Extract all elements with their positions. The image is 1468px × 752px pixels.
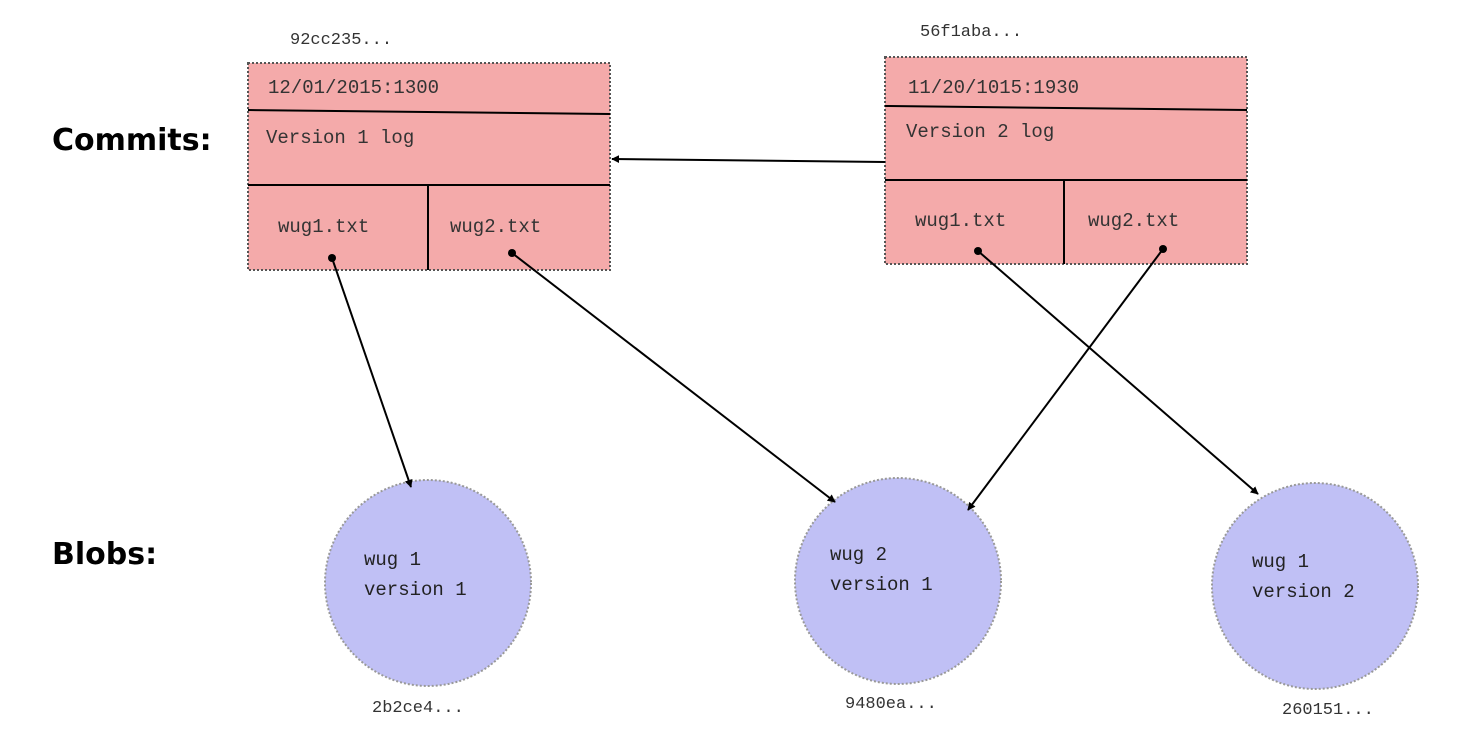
commit-2-log: Version 2 log — [906, 121, 1055, 143]
commit-2-rect — [884, 56, 1248, 265]
blob-3-line1: wug 1 — [1252, 551, 1310, 573]
blob-2-line2: version 1 — [830, 574, 933, 596]
arrow-c1-wug2-blob2 — [511, 252, 836, 503]
arrow-c2-wug2-dot — [1159, 245, 1167, 253]
blob-1-line1: wug 1 — [364, 549, 422, 571]
blob-2-label: wug 2 version 1 — [830, 540, 933, 600]
blob-1-label: wug 1 version 1 — [364, 545, 467, 605]
parent-arrow — [611, 155, 886, 164]
blob-3-circle — [1211, 482, 1419, 690]
arrow-c1-wug2-dot — [508, 249, 516, 257]
blob-2-circle — [794, 477, 1002, 685]
blob-1-line2: version 1 — [364, 579, 467, 601]
blob-1-hash: 2b2ce4... — [372, 699, 464, 718]
commit-1-log: Version 1 log — [266, 127, 415, 149]
arrow-c1-wug1-dot — [328, 254, 336, 262]
commit-2-timestamp: 11/20/1015:1930 — [908, 77, 1080, 99]
commit-1-timestamp: 12/01/2015:1300 — [268, 77, 440, 99]
blob-1-circle — [324, 479, 532, 687]
arrow-c2-wug1-blob3 — [977, 250, 1259, 495]
blob-2-line1: wug 2 — [830, 544, 888, 566]
commit-1-hash: 92cc235... — [290, 31, 393, 50]
commit-1-file-1: wug1.txt — [278, 216, 370, 238]
commit-1-file-2: wug2.txt — [450, 216, 542, 238]
arrow-c1-wug1-blob1 — [331, 257, 413, 488]
commit-2-hash: 56f1aba... — [920, 23, 1023, 42]
blob-2-hash: 9480ea... — [845, 695, 937, 714]
commit-2-file-1: wug1.txt — [915, 210, 1007, 232]
blob-3-line2: version 2 — [1252, 581, 1355, 603]
commits-label: Commits: — [52, 123, 212, 158]
commit-2-file-2: wug2.txt — [1088, 210, 1180, 232]
commit-2-box — [884, 56, 1248, 265]
blob-3-hash: 260151... — [1282, 701, 1374, 720]
commit-1-box — [247, 62, 611, 271]
arrow-c2-wug2-blob2 — [967, 248, 1164, 511]
commit-1-divider-1 — [247, 109, 611, 115]
blobs-label: Blobs: — [52, 537, 158, 572]
blob-3-label: wug 1 version 2 — [1252, 547, 1355, 607]
commit-2-divider-1 — [884, 105, 1248, 111]
arrow-c2-wug1-dot — [974, 247, 982, 255]
